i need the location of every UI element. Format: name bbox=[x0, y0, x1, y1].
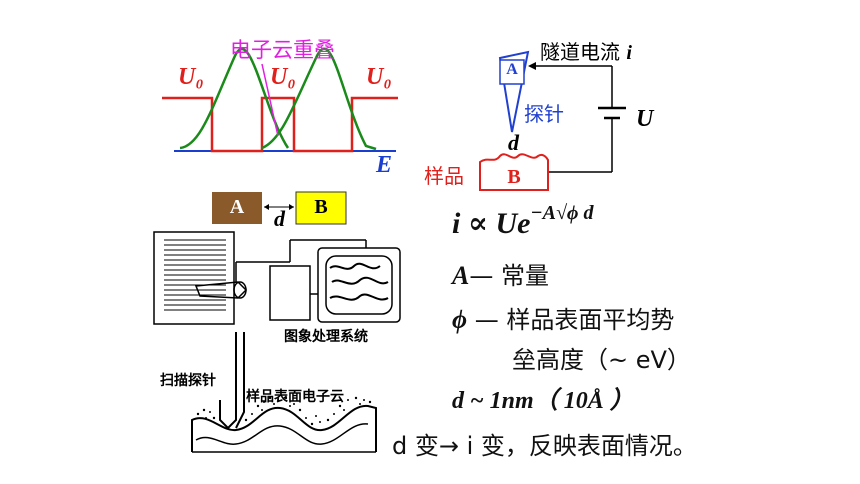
surface-label: 样品表面电子云 bbox=[246, 389, 344, 405]
box-b bbox=[295, 191, 347, 225]
circuit bbox=[479, 50, 626, 191]
probe-tip bbox=[498, 50, 530, 133]
tunneling-formula: i ∝ Ue−A√ϕ d bbox=[452, 202, 594, 241]
gap-label: d bbox=[274, 206, 285, 231]
box-a bbox=[212, 192, 262, 224]
formula-exponent: −A√ϕ d bbox=[530, 202, 594, 224]
potential-barrier-line bbox=[162, 96, 398, 153]
box-a-label: A bbox=[229, 196, 245, 218]
processing-label: 图象处理系统 bbox=[284, 329, 368, 345]
electron-cloud-dots bbox=[196, 396, 372, 426]
voltage-label: U bbox=[636, 106, 654, 132]
overlap-label: 电子云重叠 bbox=[230, 38, 335, 62]
box-b-label: B bbox=[314, 196, 328, 218]
tip-label: A bbox=[506, 61, 518, 78]
sample-b bbox=[479, 153, 549, 191]
probe-label: 扫描探针 bbox=[160, 373, 216, 389]
note-d: d ~ 1nm（ 10Å ） bbox=[452, 388, 634, 414]
note-a: A— 常量 bbox=[452, 261, 549, 290]
formula-lhs: i ∝ Ue bbox=[452, 207, 531, 240]
sample-box-label: B bbox=[507, 166, 521, 188]
note-phi: ϕ — 样品表面平均势 bbox=[452, 305, 675, 334]
barrier-label-3: U₀ bbox=[366, 64, 392, 90]
current-label: 隧道电流 i bbox=[540, 40, 632, 64]
tip-box-a bbox=[499, 59, 525, 85]
barrier-label-1: U₀ bbox=[178, 64, 204, 90]
overlap-pointer bbox=[261, 63, 279, 137]
circuit-probe-label: 探针 bbox=[524, 102, 564, 126]
conclusion: d 变→ i 变，反映表面情况。 bbox=[392, 432, 697, 460]
energy-label: E bbox=[376, 152, 393, 178]
electron-cloud-wave-b bbox=[261, 47, 377, 151]
note-phi-line2: 垒高度（~ eV） bbox=[512, 346, 691, 374]
sample-label: 样品 bbox=[424, 164, 464, 188]
distance-label: d bbox=[508, 130, 519, 155]
stm-apparatus bbox=[153, 231, 401, 453]
electron-cloud-wave-a bbox=[179, 47, 290, 150]
barrier-label-2: U₀ bbox=[270, 64, 296, 90]
